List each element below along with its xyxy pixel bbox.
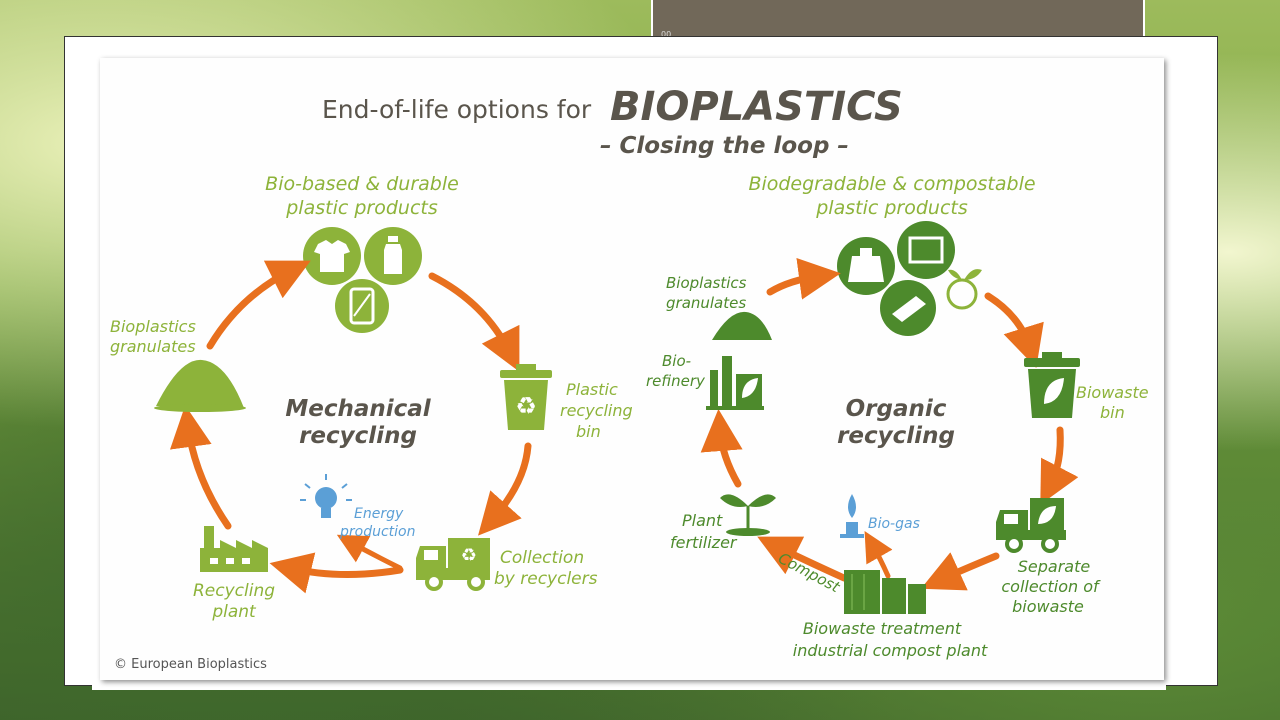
biorefinery-icon	[706, 356, 764, 410]
compost-plant-icon	[844, 570, 926, 614]
mech-granulates-label-2: granulates	[110, 337, 196, 356]
mech-products-label-1: Bio-based & durable	[265, 173, 459, 195]
recycling-plant-label-1: Recycling	[193, 581, 275, 601]
collection-label-1: Collection	[500, 548, 584, 568]
org-center-label-1: Organic	[846, 396, 947, 422]
fertilizer-label-2: fertilizer	[670, 533, 738, 552]
subtitle: – Closing the loop –	[600, 133, 849, 159]
treatment-label-2: industrial compost plant	[793, 641, 988, 660]
org-products-label-1: Biodegradable & compostable	[748, 173, 1035, 195]
org-arrows	[700, 257, 1079, 591]
title-main: BIOPLASTICS	[610, 84, 903, 130]
film-roll-icon	[880, 280, 936, 336]
mech-granulates-label-1: Bioplastics	[110, 317, 196, 336]
biowaste-bin-icon	[1024, 352, 1080, 418]
tshirt-icon	[303, 227, 361, 285]
seedling-icon	[720, 494, 776, 536]
separate-label-1: Separate	[1018, 557, 1091, 576]
biogas-flame-icon	[840, 494, 864, 538]
svg-text:♻: ♻	[515, 392, 537, 420]
mech-arrows	[169, 260, 532, 594]
treatment-label-1: Biowaste treatment	[803, 619, 962, 638]
org-products-label-2: plastic products	[815, 197, 968, 219]
energy-label-1: Energy	[354, 506, 404, 522]
bottom-strip	[92, 684, 1166, 690]
compost-bag-icon	[837, 237, 895, 295]
collection-label-2: by recyclers	[494, 569, 598, 589]
energy-label-2: production	[339, 524, 415, 540]
infographic: End-of-life options for BIOPLASTICS – Cl…	[110, 84, 1149, 672]
phone-icon	[335, 279, 389, 333]
separate-label-2: collection of	[1001, 577, 1101, 596]
mech-bin-label-2: recycling	[560, 401, 633, 420]
lightbulb-icon	[300, 474, 352, 518]
biowaste-truck-icon	[996, 498, 1066, 553]
title-prefix: End-of-life options for	[322, 95, 592, 124]
org-granulates-label-1: Bioplastics	[666, 274, 747, 292]
packaging-icon	[897, 221, 955, 279]
biowaste-bin-label-1: Biowaste	[1076, 383, 1149, 402]
infographic-card: End-of-life options for BIOPLASTICS – Cl…	[100, 58, 1164, 680]
factory-icon	[200, 526, 268, 572]
recycling-bin-icon: ♻	[500, 364, 552, 430]
slide-marker: 00	[661, 30, 672, 39]
recycling-plant-label-2: plant	[211, 602, 257, 622]
org-granulates-label-2: granulates	[666, 294, 746, 312]
granulates-pile-icon	[154, 359, 246, 412]
truck-icon: ♻	[416, 538, 490, 591]
mech-center-label-2: recycling	[299, 423, 417, 449]
org-granulates-pile-icon	[712, 311, 772, 340]
biogas-label: Bio-gas	[868, 516, 920, 532]
separate-label-3: biowaste	[1012, 597, 1084, 616]
mech-bin-label-3: bin	[576, 422, 601, 441]
mech-bin-label-1: Plastic	[566, 380, 618, 399]
mech-center-label-1: Mechanical	[285, 396, 431, 422]
refinery-label-2: refinery	[646, 372, 706, 390]
org-center-label-2: recycling	[837, 423, 955, 449]
fertilizer-label-1: Plant	[682, 511, 723, 530]
top-bar: 00	[651, 0, 1145, 39]
svg-text:♻: ♻	[461, 545, 477, 566]
bottle-icon	[364, 227, 422, 285]
refinery-label-1: Bio-	[662, 352, 691, 370]
biowaste-bin-label-2: bin	[1100, 403, 1125, 422]
mech-products-label-2: plastic products	[285, 197, 438, 219]
seedling-apple-icon	[946, 269, 982, 310]
copyright: © European Bioplastics	[114, 657, 267, 672]
